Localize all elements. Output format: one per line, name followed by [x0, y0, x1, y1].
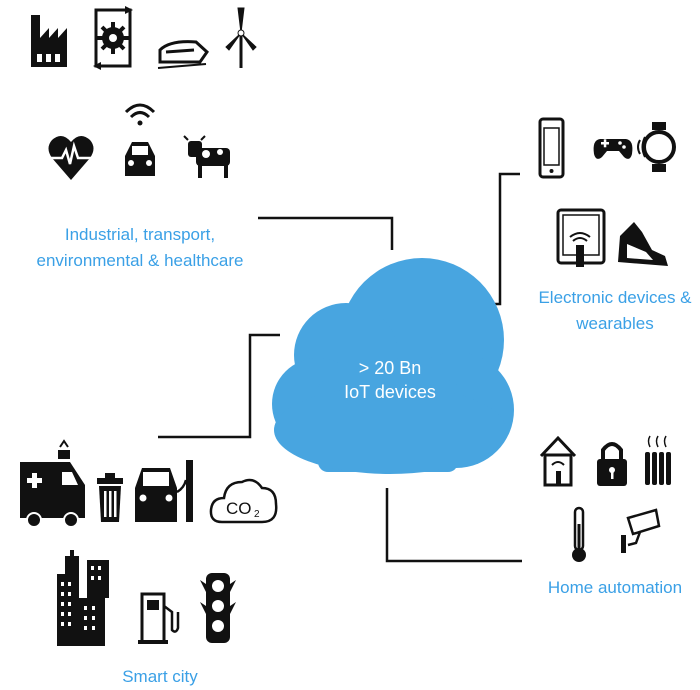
wind-turbine-icon — [225, 7, 257, 68]
connector-smartcity — [158, 333, 280, 439]
smartphone-icon — [538, 117, 565, 179]
electronic-label-line1: Electronic devices & — [538, 288, 692, 307]
padlock-icon — [597, 442, 627, 486]
cloud-shape — [272, 258, 514, 474]
ev-charging-car-icon — [135, 460, 193, 522]
gear-cycle-icon — [93, 6, 133, 70]
skyscraper-icon — [57, 550, 109, 646]
home-automation-label-line1: Home automation — [547, 578, 683, 597]
connector-industrial — [258, 216, 394, 250]
smartwatch-icon — [637, 122, 676, 172]
gamepad-icon — [593, 139, 633, 159]
fuel-pump-icon — [138, 592, 180, 644]
connector-electronic — [480, 172, 520, 306]
electronic-label: Electronic devices & wearables — [530, 285, 700, 337]
svg-text:2: 2 — [254, 509, 260, 520]
factory-icon — [31, 15, 67, 67]
industrial-label: Industrial, transport, environmental & h… — [30, 222, 250, 274]
high-speed-train-icon — [157, 40, 209, 69]
industrial-label-line1: Industrial, transport, — [64, 225, 216, 244]
svg-text:CO: CO — [226, 499, 252, 518]
connected-car-icon — [124, 103, 156, 176]
cloud-label: > 20 Bn IoT devices — [330, 356, 450, 404]
sneaker-icon — [618, 222, 668, 266]
electronic-label-line2: wearables — [576, 314, 654, 333]
tablet-icon — [556, 208, 606, 267]
connector-home — [385, 488, 522, 563]
industrial-label-line2: environmental & healthcare — [36, 251, 244, 270]
smart-home-icon — [539, 435, 577, 487]
ambulance-icon — [20, 439, 85, 528]
radiator-icon — [645, 435, 671, 485]
thermometer-icon — [572, 506, 586, 562]
home-automation-label: Home automation — [540, 575, 690, 601]
smart-city-label: Smart city — [90, 664, 230, 690]
smart-city-label-line1: Smart city — [122, 667, 198, 686]
heart-rate-icon — [48, 135, 94, 180]
cow-icon — [183, 135, 230, 178]
co2-cloud-icon: CO 2 — [209, 478, 278, 524]
cloud-subtitle: IoT devices — [344, 382, 436, 402]
cloud-count: > 20 Bn — [358, 358, 422, 378]
trash-bin-icon — [97, 473, 123, 522]
security-camera-icon — [621, 508, 661, 553]
traffic-light-icon — [200, 573, 236, 643]
